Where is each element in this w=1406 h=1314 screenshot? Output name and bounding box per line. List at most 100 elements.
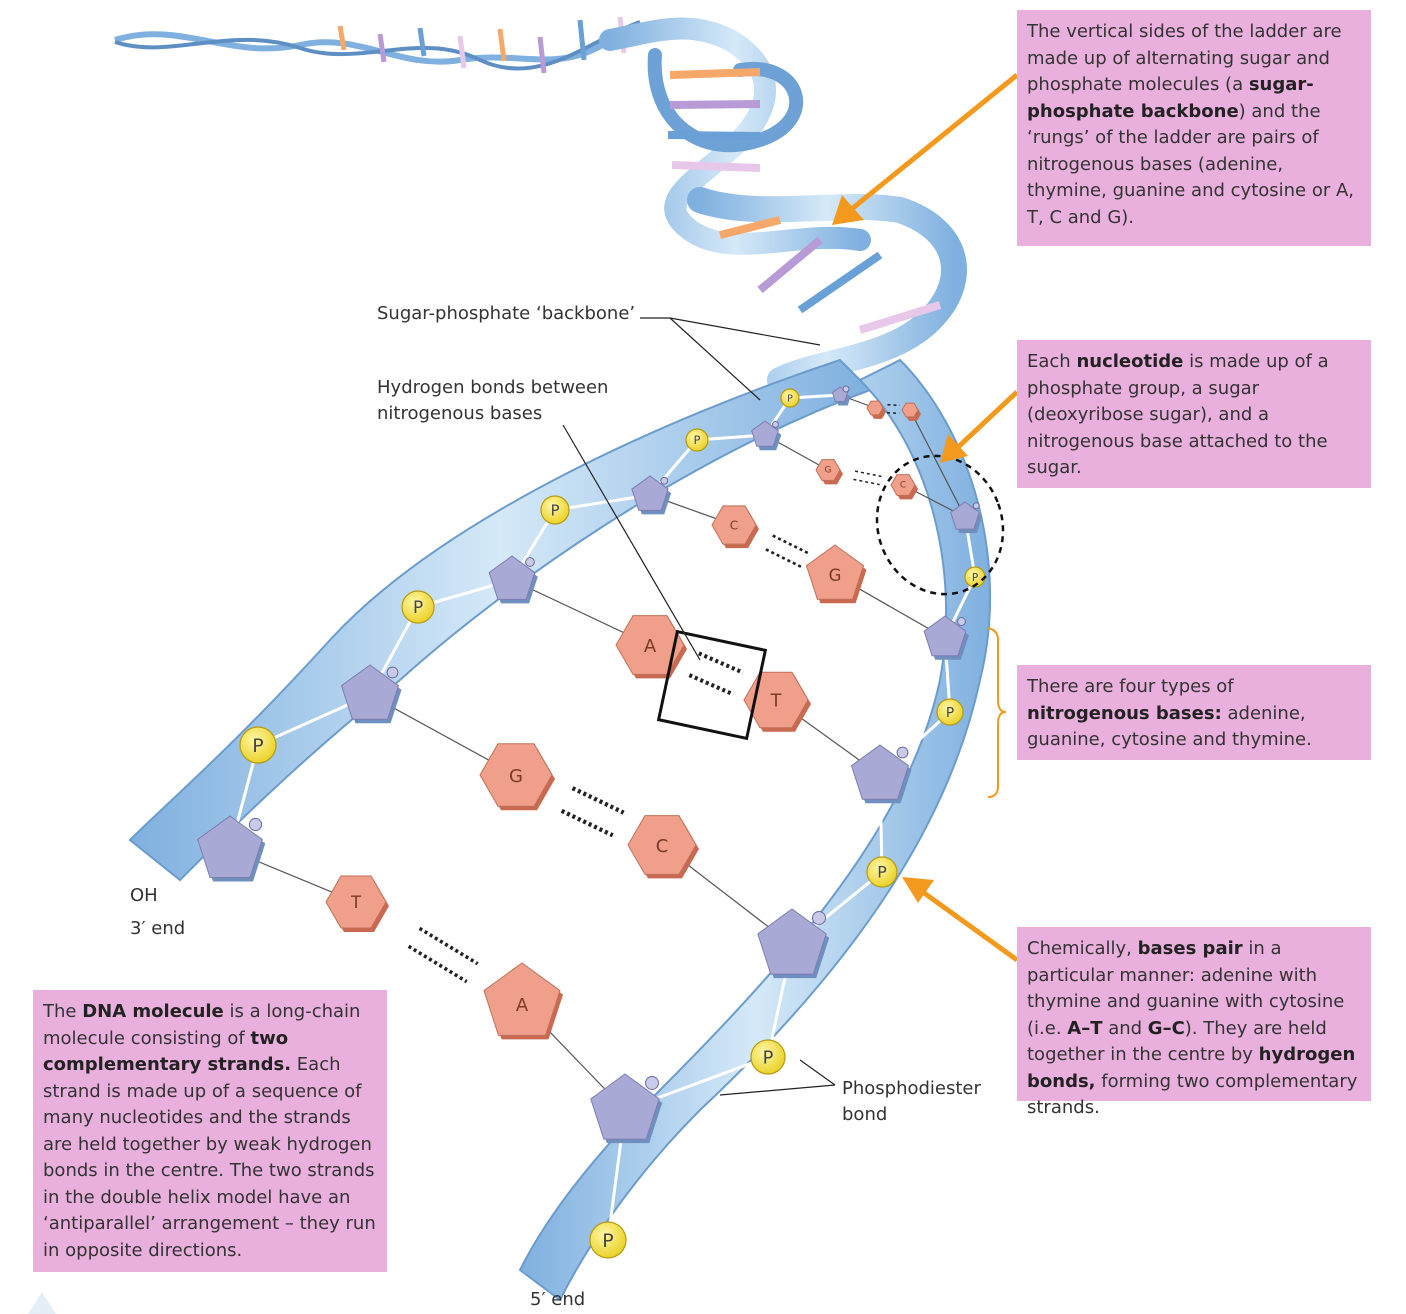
base-letter: C	[656, 836, 669, 857]
sugar-pentagon	[831, 385, 851, 406]
bracket-icon	[987, 627, 1007, 798]
phosphate-letter: P	[252, 735, 263, 757]
hbonds-label-line1: Hydrogen bonds between	[377, 377, 609, 398]
hydrogen-bond	[886, 411, 900, 415]
sugar-pentagon	[340, 664, 402, 724]
backbone-label: Sugar-phosphate ‘backbone’	[377, 303, 636, 324]
bold-term: DNA molecule	[82, 1001, 224, 1022]
box-text: and	[1102, 1017, 1148, 1039]
base-C: C	[711, 505, 759, 549]
base-letter: G	[825, 465, 832, 475]
phosphate-letter: P	[972, 572, 978, 584]
left-strand	[128, 358, 872, 882]
nucleotide-info-box: Each nucleotide is made up of a phosphat…	[1017, 340, 1371, 488]
phosphate-letter: P	[551, 502, 560, 519]
base-letter: A	[516, 995, 529, 1016]
phosphate-circle: P	[685, 428, 709, 452]
phosphate-circle: P	[401, 590, 435, 624]
dna-molecule-info-box: The DNA molecule is a long-chain molecul…	[33, 990, 387, 1272]
base-T: T	[325, 875, 389, 932]
base-letter: A	[644, 636, 657, 657]
arrow-head-icon	[940, 434, 968, 463]
base-A: A	[615, 615, 687, 679]
base-C: C	[890, 474, 918, 500]
sugar-pentagon	[850, 744, 912, 804]
sugar-pentagon	[631, 475, 672, 515]
hydrogen-bond	[854, 470, 882, 478]
base-T: T	[743, 671, 811, 732]
base-G: G	[815, 459, 843, 485]
hydrogen-bond	[571, 786, 625, 815]
base-C: C	[627, 815, 699, 879]
three-prime-end-label: 3′ end	[130, 918, 186, 939]
phosphate-letter: P	[877, 863, 887, 882]
box-text: There are four types of	[1027, 676, 1234, 697]
base-unlabeled	[866, 400, 886, 419]
phosphate-letter: P	[787, 393, 793, 404]
sugar-pentagon	[757, 908, 830, 979]
arrow-head-icon	[832, 195, 864, 225]
hbond-highlight-box	[656, 629, 768, 741]
phosphate-circle: P	[780, 388, 800, 408]
base-letter: T	[770, 691, 782, 711]
hydrogen-bond	[418, 926, 479, 966]
sugar-pentagon	[197, 815, 266, 882]
phosphate-circle: P	[239, 726, 277, 764]
hydrogen-bond	[772, 534, 809, 555]
sugar-pentagon	[950, 501, 983, 534]
four-bases-info-box: There are four types of nitrogenous base…	[1017, 665, 1371, 760]
hydrogen-bond	[887, 403, 900, 407]
arrow-head-icon	[902, 877, 934, 903]
oh-label: OH	[130, 885, 158, 906]
hbonds-label-line2: nitrogenous bases	[377, 403, 543, 424]
box-text: ) and the ‘rungs’ of the ladder are pair…	[1027, 100, 1355, 228]
base-letter: G	[829, 566, 842, 585]
sugar-pentagon	[751, 420, 782, 451]
sugar-pentagon	[923, 615, 969, 660]
bold-term: bases pair	[1137, 938, 1243, 959]
phosphate-letter: P	[413, 597, 423, 617]
base-pairing-info-box: Chemically, bases pair in a particular m…	[1017, 927, 1371, 1118]
phosphate-circle: P	[750, 1039, 786, 1075]
phosphates: P P P P P P P P P P	[239, 388, 986, 1259]
watermark-triangle-icon	[28, 1292, 56, 1314]
phosphate-circle: P	[936, 698, 964, 726]
bold-term: nucleotide	[1076, 351, 1184, 372]
hydrogen-bond	[688, 673, 735, 697]
phosphate-circle: P	[540, 495, 570, 525]
phosphate-letter: P	[694, 433, 701, 447]
sugar-pentagon	[590, 1073, 663, 1144]
box-text: The vertical sides of the ladder are mad…	[1027, 21, 1342, 95]
box-text: in a particular manner: adenine with thy…	[1027, 938, 1345, 1039]
box-text: is made up of a phosphate group, a sugar…	[1027, 351, 1329, 478]
box-text: Each	[1027, 351, 1077, 372]
phosphodiester-label-line2: bond	[842, 1104, 888, 1125]
box-text: is a long-chain molecule consisting of	[43, 1001, 361, 1049]
box-text: adenine, guanine, cytosine and thymine.	[1027, 702, 1312, 751]
box-text: forming two complementary strands.	[1027, 1070, 1358, 1119]
box-text: ). They are held together in the centre …	[1027, 1017, 1327, 1066]
bold-term: hydrogen bonds,	[1027, 1044, 1356, 1092]
phosphate-circle: P	[589, 1221, 627, 1259]
base-G: G	[805, 544, 867, 604]
base-unlabeled	[901, 402, 921, 421]
base-letter: T	[350, 893, 362, 912]
base-letter: C	[900, 480, 906, 490]
hydrogen-bond	[407, 944, 468, 984]
sugars	[197, 385, 983, 1144]
box-text: Chemically,	[1027, 938, 1138, 959]
box-text: Each strand is made up of a sequence of …	[43, 1054, 376, 1261]
hydrogen-bonds	[407, 403, 900, 984]
base-A: A	[483, 962, 563, 1040]
hydrogen-bond	[853, 478, 880, 486]
nucleotide-highlight-ellipse	[875, 454, 1005, 596]
hydrogen-bond	[560, 808, 614, 838]
orange-arrows	[832, 73, 1019, 963]
box-text: The	[43, 1001, 83, 1022]
helix-far	[114, 16, 967, 393]
bold-term: nitrogenous bases:	[1027, 702, 1222, 724]
bold-term: two complementary strands.	[43, 1027, 292, 1076]
